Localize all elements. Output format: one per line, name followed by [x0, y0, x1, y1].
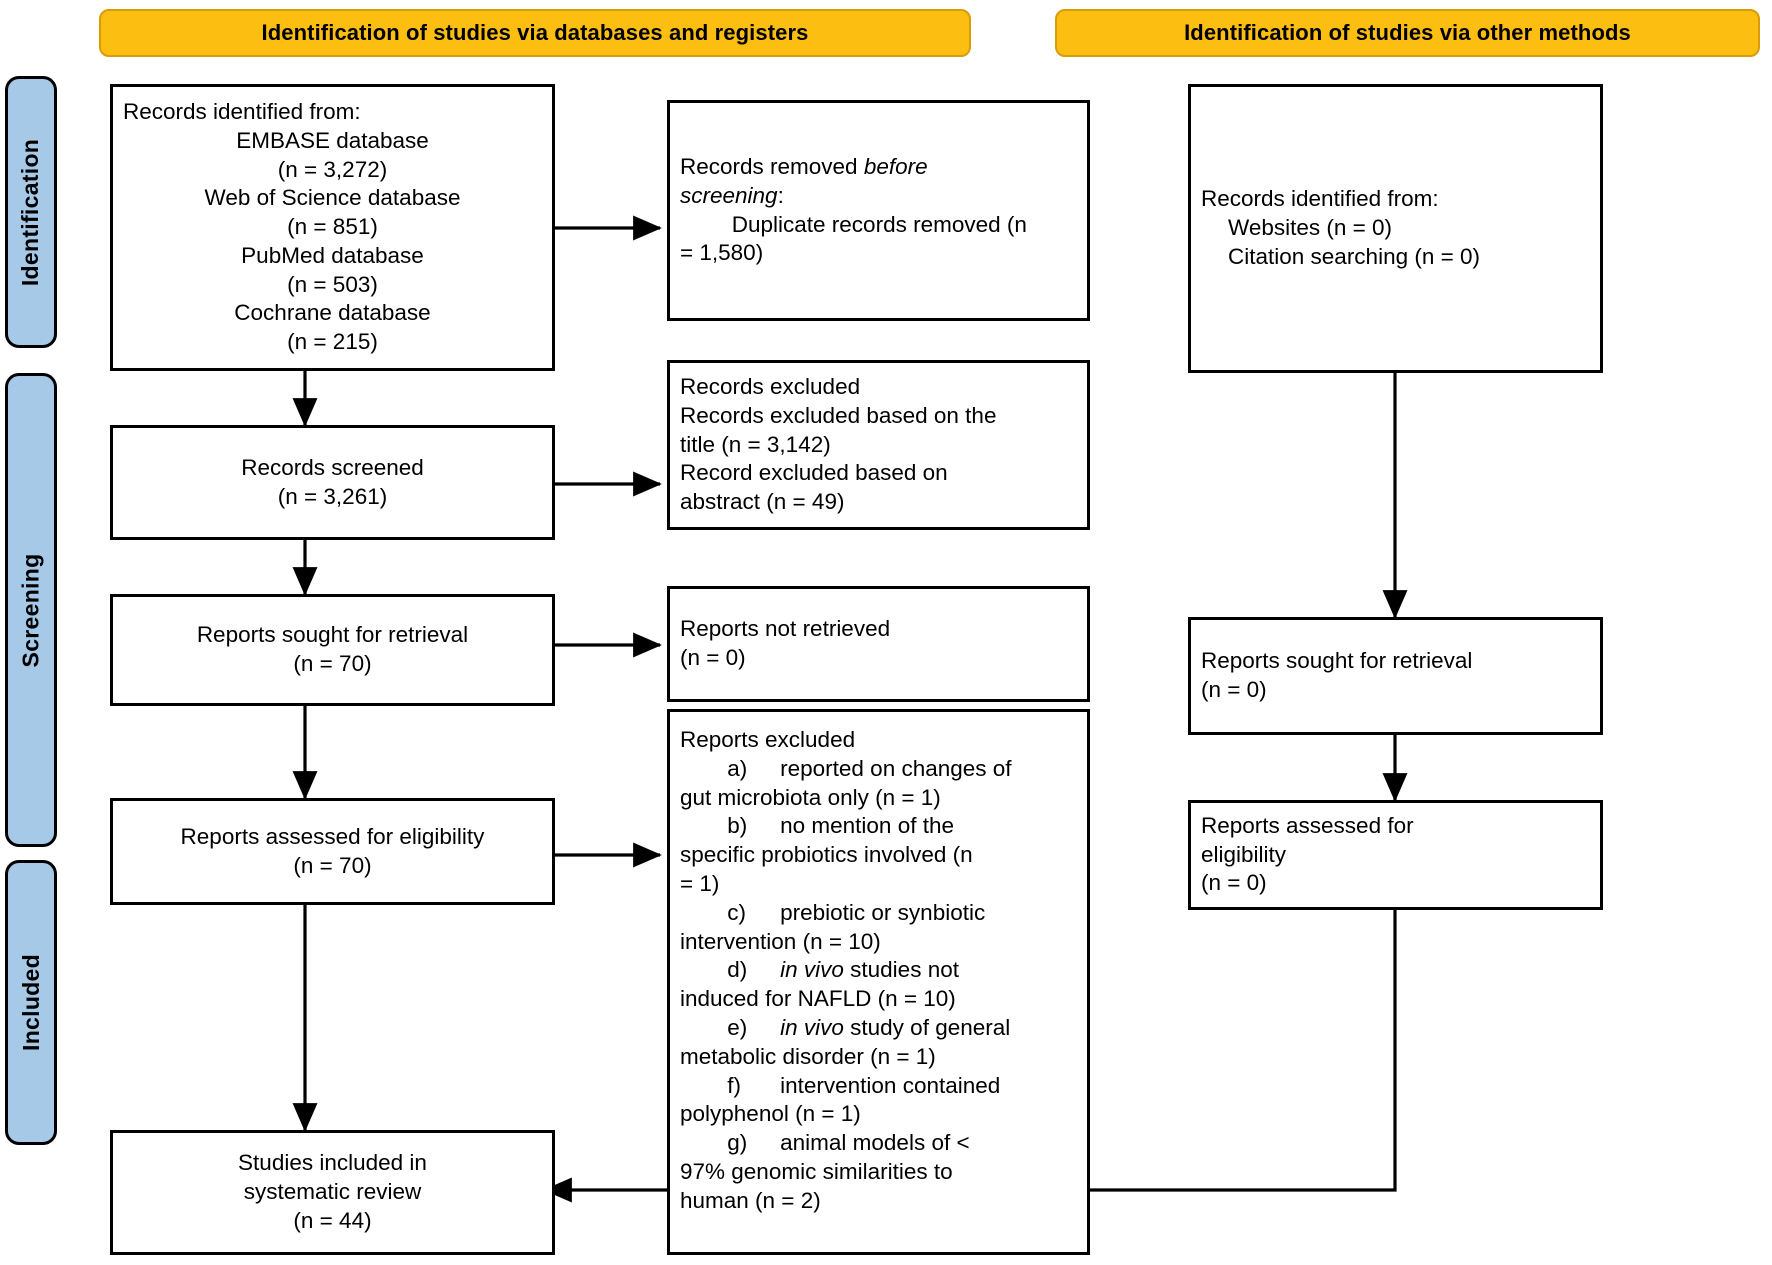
- records-removed-line4: = 1,580): [680, 240, 764, 266]
- other-identified-source-0: Websites (n = 0): [1228, 215, 1393, 241]
- records-identified-source-1: Web of Science database: [204, 185, 461, 211]
- reports-excluded-text-d: studies not: [843, 957, 959, 983]
- records-identified-count-0: (n = 3,272): [277, 156, 388, 182]
- box-records-excluded: Records excluded Records excluded based …: [667, 360, 1090, 530]
- reports-excluded-text-a2: gut microbiota only (n = 1): [680, 784, 941, 810]
- reports-excluded-item-b: b) no mention of the specific probiotics …: [680, 812, 1077, 898]
- reports-excluded-italic-d: in vivo: [780, 957, 844, 983]
- records-identified-source-3: Cochrane database: [234, 300, 431, 326]
- reports-excluded-text-g2: 97% genomic similarities to: [680, 1158, 953, 1184]
- reports-excluded-text-e2: metabolic disorder (n = 1): [680, 1043, 936, 1069]
- reports-not-retrieved-count: (n = 0): [680, 645, 746, 670]
- records-removed-line1-plain: Records removed: [680, 153, 864, 179]
- records-identified-source-2: PubMed database: [241, 242, 424, 268]
- box-records-removed: Records removed before screening: Duplic…: [667, 100, 1090, 321]
- reports-sought-label: Reports sought for retrieval: [196, 622, 469, 648]
- records-identified-title: Records identified from:: [123, 98, 361, 124]
- other-reports-assessed-line1: Reports assessed for: [1201, 812, 1414, 838]
- header-databases-registers: Identification of studies via databases …: [99, 9, 971, 57]
- box-other-reports-assessed: Reports assessed for eligibility (n = 0): [1188, 800, 1603, 910]
- records-identified-source-0: EMBASE database: [236, 127, 429, 153]
- reports-assessed-label: Reports assessed for eligibility: [180, 823, 485, 849]
- reports-excluded-item-f: f) intervention contained polyphenol (n =…: [680, 1072, 1077, 1130]
- reports-excluded-text-f: intervention contained: [780, 1072, 1001, 1098]
- reports-excluded-title: Reports excluded: [680, 727, 856, 752]
- stage-tab-included-label: Included: [17, 954, 44, 1051]
- reports-excluded-letter-f: f): [727, 1072, 741, 1098]
- records-identified-count-2: (n = 503): [287, 271, 378, 297]
- stage-tab-screening: Screening: [5, 373, 57, 847]
- records-identified-count-3: (n = 215): [287, 329, 378, 355]
- box-records-screened: Records screened (n = 3,261): [110, 425, 555, 540]
- reports-excluded-text-b3: = 1): [680, 870, 720, 896]
- reports-excluded-text-b: no mention of the: [780, 813, 954, 839]
- studies-included-count: (n = 44): [293, 1207, 372, 1233]
- reports-excluded-item-e: e) in vivo study of general metabolic dis…: [680, 1014, 1077, 1072]
- stage-tab-identification: Identification: [5, 76, 57, 348]
- box-reports-sought: Reports sought for retrieval (n = 70): [110, 594, 555, 706]
- reports-excluded-item-c: c) prebiotic or synbiotic intervention (n…: [680, 899, 1077, 957]
- stage-tab-identification-label: Identification: [17, 138, 44, 286]
- records-removed-line3: Duplicate records removed (n: [731, 211, 1027, 237]
- reports-not-retrieved-label: Reports not retrieved: [680, 616, 891, 642]
- box-other-identified: Records identified from: Websites (n = 0…: [1188, 84, 1603, 373]
- reports-excluded-letter-g: g): [727, 1130, 748, 1156]
- records-excluded-line2: Records excluded based on the: [680, 402, 997, 428]
- box-other-reports-sought: Reports sought for retrieval (n = 0): [1188, 617, 1603, 735]
- studies-included-line1: Studies included in: [238, 1150, 427, 1176]
- other-identified-source-1: Citation searching (n = 0): [1228, 243, 1481, 269]
- records-removed-line2-italic: screening: [680, 182, 778, 208]
- reports-assessed-count: (n = 70): [293, 852, 372, 878]
- records-screened-count: (n = 3,261): [277, 483, 388, 509]
- reports-excluded-text-b2: specific probiotics involved (n: [680, 842, 973, 868]
- other-reports-assessed-count: (n = 0): [1201, 870, 1267, 896]
- reports-excluded-letter-b: b): [727, 813, 748, 839]
- records-identified-count-1: (n = 851): [287, 214, 378, 240]
- records-excluded-line1: Records excluded: [680, 374, 861, 399]
- reports-excluded-text-g: animal models of <: [780, 1130, 970, 1156]
- records-excluded-line3: title (n = 3,142): [680, 431, 831, 457]
- other-reports-sought-count: (n = 0): [1201, 677, 1267, 702]
- reports-excluded-item-a: a) reported on changes of gut microbiota …: [680, 755, 1077, 813]
- stage-tab-screening-label: Screening: [17, 553, 44, 667]
- records-screened-label: Records screened: [241, 454, 424, 480]
- reports-excluded-text-g3: human (n = 2): [680, 1187, 821, 1213]
- reports-excluded-letter-e: e): [727, 1014, 748, 1040]
- box-reports-assessed: Reports assessed for eligibility (n = 70…: [110, 798, 555, 905]
- records-removed-line1-italic: before: [863, 153, 928, 179]
- reports-excluded-text-c: prebiotic or synbiotic: [780, 899, 986, 925]
- other-reports-sought-label: Reports sought for retrieval: [1201, 648, 1473, 674]
- reports-excluded-letter-c: c): [727, 899, 746, 925]
- reports-excluded-text-e: study of general: [843, 1014, 1011, 1040]
- box-reports-excluded: Reports excluded a) reported on changes o…: [667, 709, 1090, 1255]
- studies-included-line2: systematic review: [243, 1179, 422, 1205]
- reports-excluded-italic-e: in vivo: [780, 1014, 844, 1040]
- reports-excluded-letter-a: a): [727, 755, 748, 781]
- stage-tab-included: Included: [5, 860, 57, 1145]
- other-identified-title: Records identified from:: [1201, 186, 1439, 212]
- reports-excluded-item-g: g) animal models of < 97% genomic similar…: [680, 1129, 1077, 1215]
- box-studies-included: Studies included in systematic review (n…: [110, 1130, 555, 1255]
- reports-excluded-text-f2: polyphenol (n = 1): [680, 1101, 861, 1127]
- reports-excluded-text-d2: induced for NAFLD (n = 10): [680, 986, 956, 1012]
- reports-excluded-item-d: d) in vivo studies not induced for NAFLD …: [680, 956, 1077, 1014]
- records-excluded-line5: abstract (n = 49): [680, 489, 845, 515]
- box-records-identified: Records identified from: EMBASE database…: [110, 84, 555, 371]
- header-other-methods: Identification of studies via other meth…: [1055, 9, 1760, 57]
- reports-sought-count: (n = 70): [293, 651, 372, 676]
- box-reports-not-retrieved: Reports not retrieved (n = 0): [667, 586, 1090, 702]
- reports-excluded-text-a: reported on changes of: [780, 755, 1012, 781]
- other-reports-assessed-line2: eligibility: [1201, 841, 1287, 867]
- reports-excluded-letter-d: d): [727, 957, 748, 983]
- records-excluded-line4: Record excluded based on: [680, 460, 948, 486]
- records-removed-line2-plain: :: [777, 182, 784, 208]
- reports-excluded-text-c2: intervention (n = 10): [680, 928, 881, 954]
